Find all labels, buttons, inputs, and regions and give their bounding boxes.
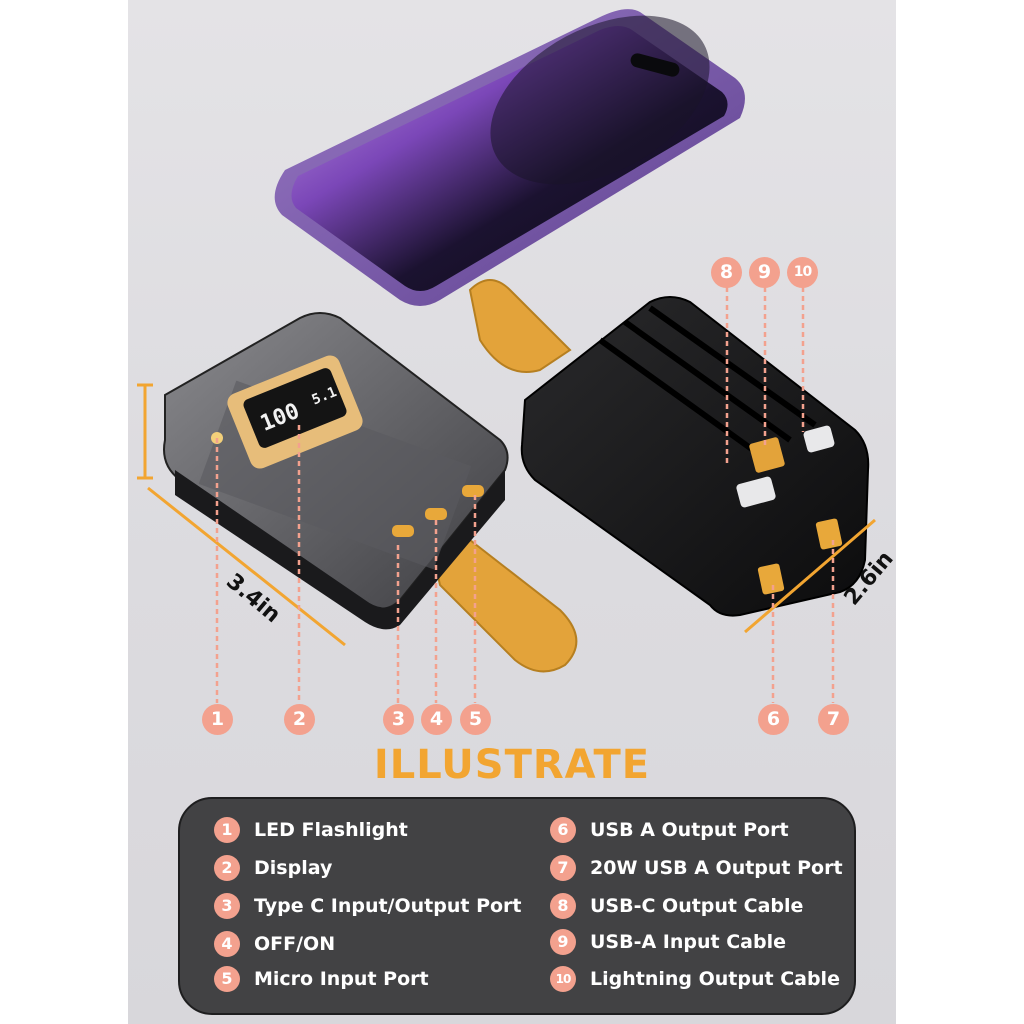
callout-10: 10 [787, 257, 818, 288]
callout-leaders [215, 287, 835, 703]
smartphone [274, 9, 745, 306]
legend-number-8: 8 [550, 893, 576, 919]
transparent-power-bank: 100 5.1 [163, 312, 509, 630]
legend-label-3: Type C Input/Output Port [254, 895, 522, 917]
legend-label-4: OFF/ON [254, 933, 336, 955]
legend-item-3: 3 Type C Input/Output Port [214, 891, 522, 921]
callout-1: 1 [202, 704, 233, 735]
legend-item-2: 2 Display [214, 853, 332, 883]
lightning-cable-tip [803, 425, 835, 453]
right-lanyard [468, 279, 572, 373]
dynamic-island [630, 53, 680, 77]
legend-label-1: LED Flashlight [254, 819, 408, 841]
depth-dimension-line [744, 518, 876, 634]
legend-item-6: 6 USB A Output Port [550, 815, 789, 845]
legend-panel: 1 LED Flashlight 2 Display 3 Type C Inpu… [178, 797, 856, 1015]
legend-number-7: 7 [550, 855, 576, 881]
callout-3: 3 [383, 704, 414, 735]
led-display [243, 368, 347, 448]
power-bank-base [175, 470, 505, 630]
dimension-lines [137, 383, 876, 647]
callout-6: 6 [758, 704, 789, 735]
callout-7: 7 [818, 704, 849, 735]
legend-item-7: 7 20W USB A Output Port [550, 853, 843, 883]
legend-label-5: Micro Input Port [254, 968, 429, 990]
micro-port [462, 485, 484, 497]
legend-label-7: 20W USB A Output Port [590, 857, 843, 879]
legend-number-2: 2 [214, 855, 240, 881]
cable-slot-1 [598, 337, 762, 458]
usb-c-cable-tip [736, 476, 776, 508]
legend-number-9: 9 [550, 929, 576, 955]
legend-item-8: 8 USB-C Output Cable [550, 891, 803, 921]
legend-item-10: 10 Lightning Output Cable [550, 964, 840, 994]
legend-number-6: 6 [550, 817, 576, 843]
legend-label-2: Display [254, 857, 333, 879]
usb-a-output-port [757, 563, 785, 595]
legend-item-4: 4 OFF/ON [214, 929, 335, 959]
type-c-port [392, 525, 414, 537]
callout-8: 8 [711, 257, 742, 288]
callout-9: 9 [749, 257, 780, 288]
legend-label-8: USB-C Output Cable [590, 895, 804, 917]
black-body [520, 296, 870, 617]
length-dimension-line [147, 486, 346, 647]
legend-label-10: Lightning Output Cable [590, 968, 840, 990]
legend-item-1: 1 LED Flashlight [214, 815, 408, 845]
cable-slot-3 [648, 305, 817, 428]
callout-5: 5 [460, 704, 491, 735]
legend-number-4: 4 [214, 931, 240, 957]
black-power-bank [520, 296, 870, 617]
callout-2: 2 [284, 704, 315, 735]
legend-label-9: USB-A Input Cable [590, 931, 786, 953]
legend-label-6: USB A Output Port [590, 819, 789, 841]
legend-number-10: 10 [550, 966, 576, 992]
legend-item-5: 5 Micro Input Port [214, 964, 429, 994]
callout-4: 4 [421, 704, 452, 735]
legend-number-1: 1 [214, 817, 240, 843]
legend-number-5: 5 [214, 966, 240, 992]
legend-number-3: 3 [214, 893, 240, 919]
cable-slot-2 [623, 319, 792, 443]
legend-item-9: 9 USB-A Input Cable [550, 927, 786, 957]
usb-a-20w-port [815, 518, 843, 550]
switch-button [425, 508, 447, 520]
usb-a-cable-tip [749, 437, 785, 473]
section-title: ILLUSTRATE [373, 742, 651, 788]
